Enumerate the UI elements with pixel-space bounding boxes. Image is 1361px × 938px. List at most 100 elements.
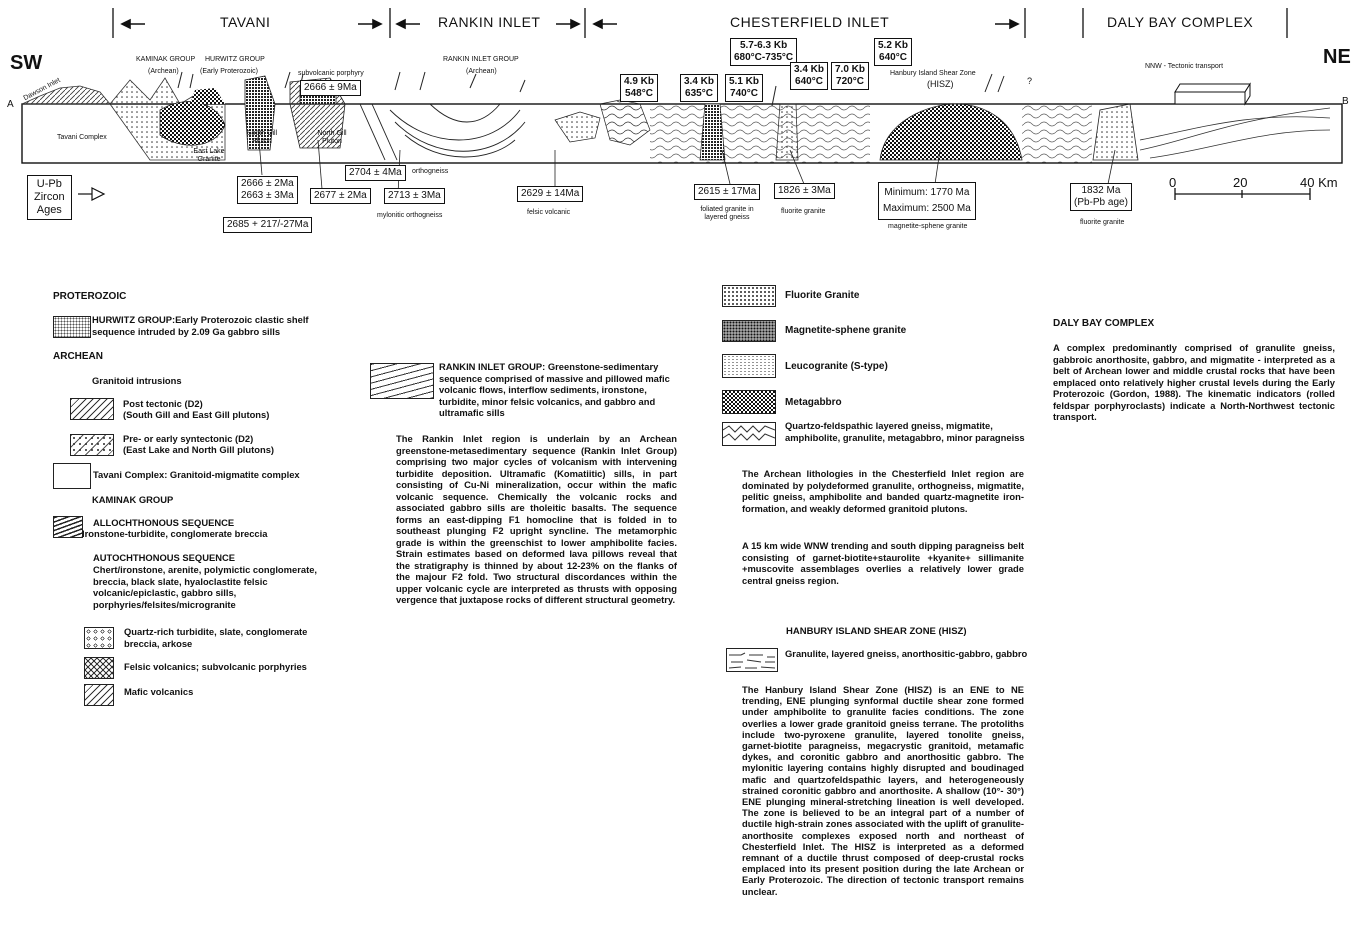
felsic-volcanic-label: felsic volcanic: [527, 209, 570, 217]
tavani-complex-label: Tavani Complex: [57, 134, 107, 142]
quartz-turbidite-swatch: [84, 627, 114, 649]
chesterfield-para-2: A 15 km wide WNW trending and south dipp…: [742, 540, 1024, 586]
b-label: B: [1342, 96, 1349, 107]
scale-0: 0: [1169, 175, 1176, 190]
kaminak-heading: KAMINAK GROUP: [92, 494, 173, 506]
quartzo-pattern: [723, 423, 775, 445]
rankin-swatch: [370, 363, 434, 399]
region-rankin-inlet: RANKIN INLET: [438, 14, 540, 30]
region-tavani: TAVANI: [220, 14, 270, 30]
south-gill-label: South Gill Pluton: [246, 130, 278, 146]
kaminak-label: KAMINAK GROUP: [136, 56, 195, 64]
chesterfield-para-1: The Archean lithologies in the Chesterfi…: [742, 468, 1024, 514]
age-2713: 2713 ± 3Ma: [384, 188, 445, 204]
metagabbro-text: Metagabbro: [785, 397, 842, 409]
proterozoic-heading: PROTEROZOIC: [53, 291, 126, 302]
autochthonous-text: Chert/ironstone, arenite, polymictic con…: [93, 564, 343, 610]
leucogranite-text: Leucogranite (S-type): [785, 361, 888, 373]
hisz-legend-text: Granulite, layered gneiss, anorthositic-…: [785, 648, 1029, 660]
mafic-volcanics-swatch: [84, 684, 114, 706]
rankin-age-label: (Archean): [466, 68, 497, 76]
north-gill-label: North Gill Pluton: [315, 130, 349, 146]
hurwitz-legend-text: HURWITZ GROUP:Early Proterozoic clastic …: [92, 314, 342, 337]
hurwitz-label: HURWITZ GROUP: [205, 56, 265, 64]
pre-syntectonic-text-2: (East Lake and North Gill plutons): [123, 444, 274, 456]
post-tectonic-text-2: (South Gill and East Gill plutons): [123, 409, 269, 421]
post-tectonic-text-1: Post tectonic (D2): [123, 398, 203, 410]
ne-label: NE: [1323, 46, 1351, 69]
allochthonous-swatch: [53, 516, 83, 538]
metagabbro-swatch: [722, 390, 776, 414]
region-daly-bay: DALY BAY COMPLEX: [1107, 14, 1253, 30]
felsic-volcanics-swatch: [84, 657, 114, 679]
age-1826: 1826 ± 3Ma: [774, 183, 835, 199]
scale-20: 20: [1233, 175, 1247, 190]
age-2629: 2629 ± 14Ma: [517, 186, 583, 202]
orthogneiss-label: orthogneiss: [412, 168, 448, 176]
subvolcanic-label: subvolcanic porphyry: [298, 70, 364, 78]
a-label: A: [7, 99, 14, 110]
age-2666-9: 2666 ± 9Ma: [300, 80, 361, 96]
tectonic-transport-label: NNW - Tectonic transport: [1145, 63, 1223, 71]
tavani-legend-text: Tavani Complex: Granitoid-migmatite comp…: [93, 469, 300, 481]
post-tectonic-swatch: [70, 398, 114, 420]
age-2677: 2677 ± 2Ma: [310, 188, 371, 204]
age-1832: 1832 Ma(Pb-Pb age): [1070, 183, 1132, 211]
rankin-paragraph: The Rankin Inlet region is underlain by …: [396, 433, 677, 606]
scale-40: 40 Km: [1300, 175, 1338, 190]
allochthonous-heading: ALLOCHTHONOUS SEQUENCE: [93, 517, 234, 529]
archean-heading: ARCHEAN: [53, 351, 103, 362]
age-2704: 2704 ± 4Ma: [345, 165, 406, 181]
kaminak-age-label: (Archean): [148, 68, 179, 76]
fluorite-granite-swatch: [722, 285, 776, 307]
age-2615: 2615 ± 17Ma: [694, 184, 760, 200]
cross-section: [0, 0, 1361, 260]
granitoid-heading: Granitoid intrusions: [92, 375, 182, 387]
hisz-heading: HANBURY ISLAND SHEAR ZONE (HISZ): [786, 626, 967, 637]
mylonitic-label: mylonitic orthogneiss: [377, 212, 442, 220]
hurwitz-swatch: [53, 316, 91, 338]
quartzo-text: Quartzo-feldspathic layered gneiss, migm…: [785, 420, 1035, 443]
question-mark: ?: [1027, 77, 1032, 85]
hisz-abbr-label: (HISZ): [927, 80, 954, 88]
magnetite-sphene-swatch: [722, 320, 776, 342]
mafic-volcanics-text: Mafic volcanics: [124, 686, 193, 698]
rankin-group-label: RANKIN INLET GROUP: [443, 56, 519, 64]
allochthonous-text: Ironstone-turbidite, conglomerate brecci…: [82, 528, 267, 540]
quartz-turbidite-text: Quartz-rich turbidite, slate, conglomera…: [124, 626, 344, 649]
leucogranite-swatch: [722, 354, 776, 378]
magnetite-sphene-text: Magnetite-sphene granite: [785, 325, 906, 337]
fluorite-granite-label-2: fluorite granite: [1080, 219, 1124, 227]
tavani-swatch: [53, 463, 91, 489]
fluorite-granite-label-1: fluorite granite: [781, 208, 825, 216]
daly-bay-heading: DALY BAY COMPLEX: [1053, 318, 1154, 329]
autochthonous-heading: AUTOCHTHONOUS SEQUENCE: [93, 552, 235, 564]
hisz-name-label: Hanbury Island Shear Zone: [890, 70, 976, 78]
hisz-paragraph: The Hanbury Island Shear Zone (HISZ) is …: [742, 684, 1024, 897]
east-lake-label: East Lake Granite: [192, 148, 226, 164]
daly-bay-paragraph: A complex predominantly comprised of gra…: [1053, 342, 1335, 423]
fluorite-granite-text: Fluorite Granite: [785, 290, 859, 302]
pre-syntectonic-swatch: [70, 434, 114, 456]
hisz-pattern: [727, 649, 777, 671]
quartzo-swatch: [722, 422, 776, 446]
hisz-swatch: [726, 648, 778, 672]
magnetite-sphene-label: magnetite-sphene granite: [888, 223, 967, 231]
age-2685: 2685 + 217/-27Ma: [223, 217, 312, 233]
rankin-legend-text: RANKIN INLET GROUP: Greenstone-sedimenta…: [439, 361, 677, 419]
felsic-volcanics-text: Felsic volcanics; subvolcanic porphyries: [124, 661, 307, 673]
pre-syntectonic-text-1: Pre- or early syntectonic (D2): [123, 433, 253, 445]
region-chesterfield-inlet: CHESTERFIELD INLET: [730, 14, 889, 30]
foliated-granite-label: foliated granite in layered gneiss: [692, 206, 762, 222]
hurwitz-age-label: (Early Proterozoic): [200, 68, 258, 76]
sw-label: SW: [10, 52, 42, 75]
